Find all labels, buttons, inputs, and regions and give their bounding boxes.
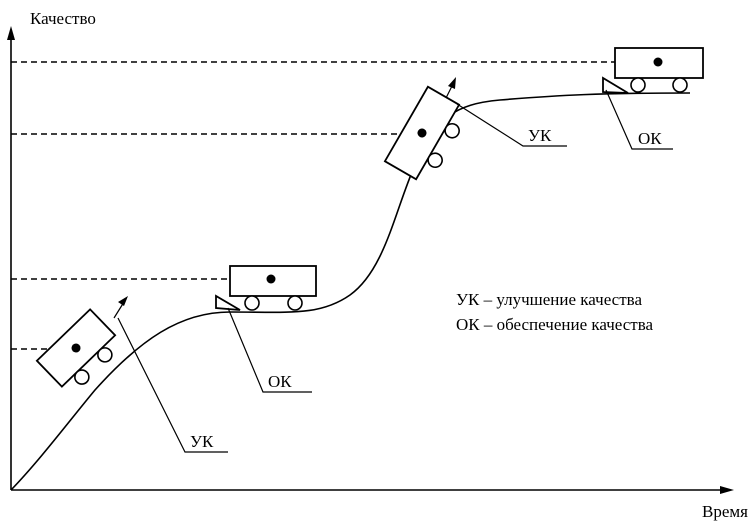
- x-axis-label: Время: [702, 502, 748, 521]
- callout-uk-2-label: УК: [528, 126, 552, 145]
- callout-uk-1-label: УК: [190, 432, 214, 451]
- y-axis-arrow: [7, 26, 15, 40]
- y-axis-label: Качество: [30, 9, 96, 28]
- callout-ok-2-label: ОК: [638, 129, 662, 148]
- legend-line-2: ОК – обеспечение качества: [456, 315, 654, 334]
- wagon-load-dot: [654, 58, 663, 67]
- wagon-wheel: [245, 296, 259, 310]
- legend-line-1: УК – улучшение качества: [456, 290, 642, 309]
- x-axis-arrow: [720, 486, 734, 494]
- wagon-wheel: [673, 78, 687, 92]
- wagon-improvement-1: [37, 309, 125, 396]
- legend: УК – улучшение качества ОК – обеспечение…: [456, 290, 654, 334]
- wagon-stabilization-2: [603, 48, 703, 93]
- callout-ok-1-label: ОК: [268, 372, 292, 391]
- wagon-load-dot: [267, 275, 276, 284]
- push-arrow-2-head: [448, 77, 456, 89]
- wagon-wheel: [631, 78, 645, 92]
- wagon-stabilization-1: [216, 266, 316, 310]
- push-arrow-1-head: [118, 296, 128, 306]
- wagon-improvement-2: [385, 87, 471, 186]
- wheel-chock: [216, 296, 240, 310]
- wagon-wheel: [288, 296, 302, 310]
